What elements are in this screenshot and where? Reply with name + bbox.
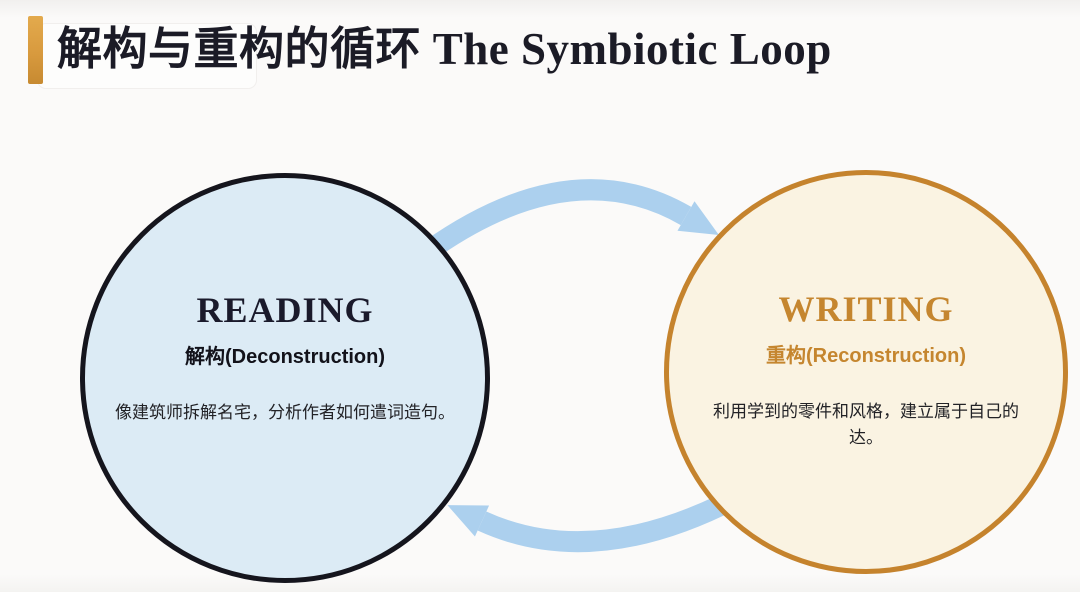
writing-circle: WRITING 重构(Reconstruction) 利用学到的零件和风格，建立… [664,170,1068,574]
watermark [38,24,256,88]
reading-circle: READING 解构(Deconstruction) 像建筑师拆解名宅，分析作者… [80,173,490,583]
arrow-reading-to-writing-icon [423,179,719,259]
reading-subtitle: 解构(Deconstruction) [185,346,385,368]
reading-heading: READING [196,290,374,330]
writing-heading: WRITING [778,289,954,329]
writing-subtitle: 重构(Reconstruction) [766,345,966,367]
header: 解构与重构的循环 The Symbiotic Loop [28,16,832,84]
title-accent-bar [28,16,43,84]
reading-description: 像建筑师拆解名宅，分析作者如何遣词造句。 [115,403,455,422]
page-title: 解构与重构的循环 The Symbiotic Loop [57,24,832,75]
writing-description: 利用学到的零件和风格，建立属于自己的达。 [713,402,1019,447]
arrow-writing-to-reading-icon [447,478,760,553]
